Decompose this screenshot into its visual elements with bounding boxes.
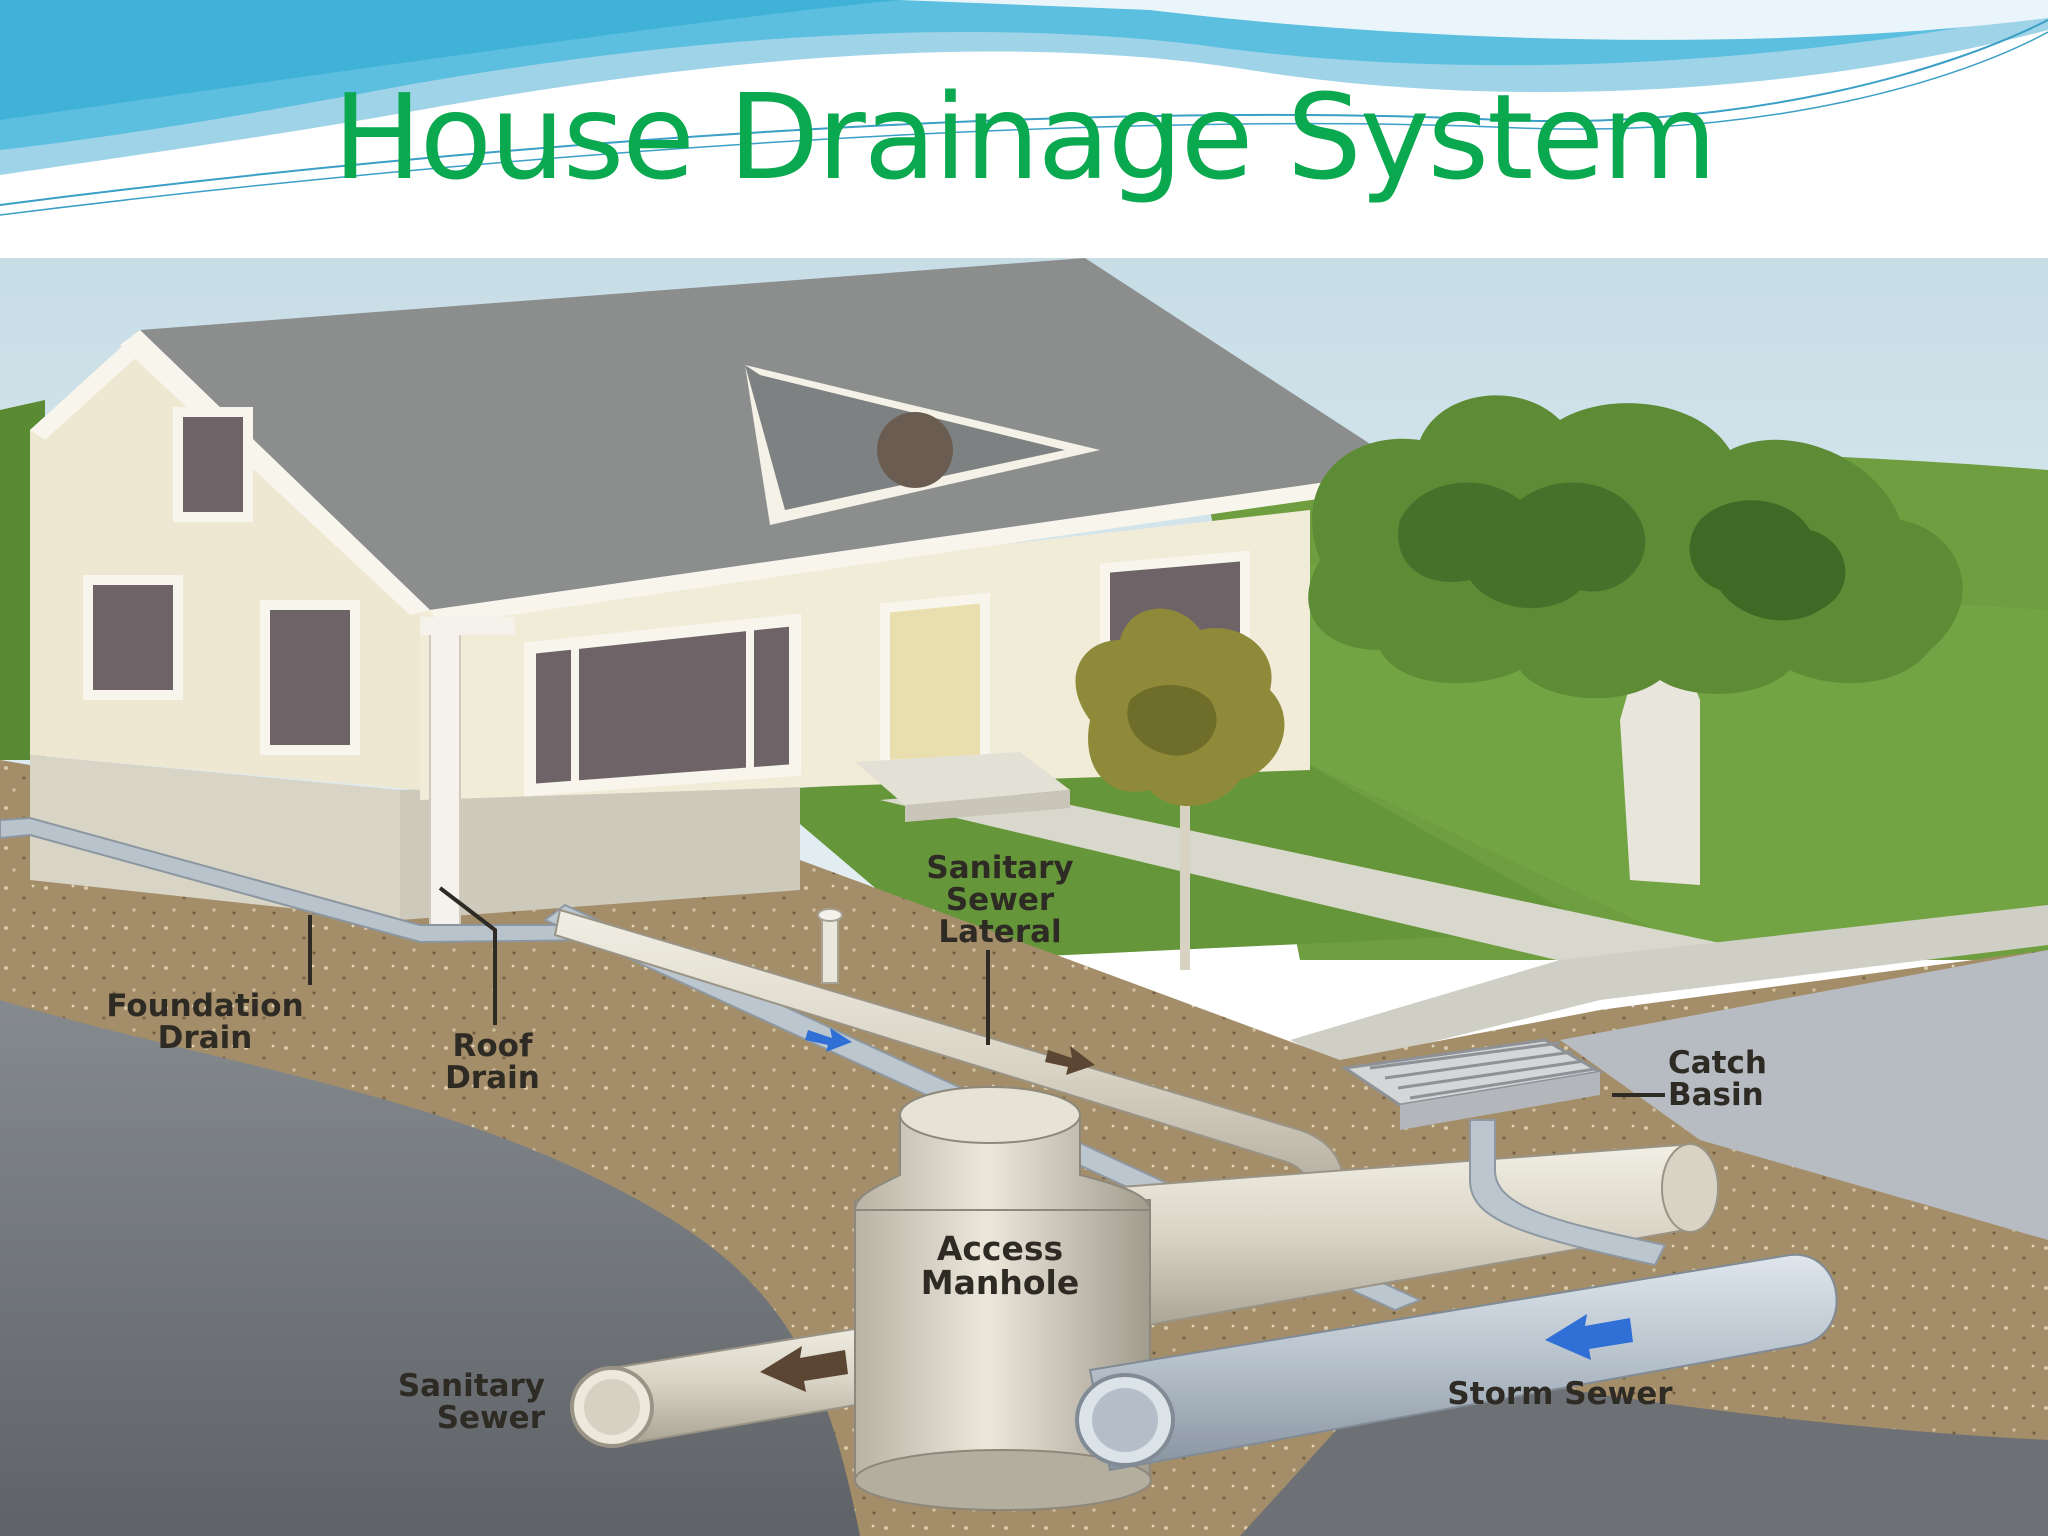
storm-sewer-pipe <box>1088 1253 1838 1472</box>
attic-vent <box>877 412 953 488</box>
page-title: House Drainage System <box>333 68 1717 206</box>
label-catch-basin: Catch Basin <box>1668 1045 1767 1113</box>
label-roof-drain: Roof Drain <box>445 1028 540 1096</box>
large-tree <box>1308 395 1963 885</box>
street-right <box>1560 950 2048 1240</box>
cleanout-pipe <box>821 914 839 984</box>
downspout <box>429 620 461 934</box>
house-foundation <box>30 755 400 920</box>
sidewalk <box>1290 905 2048 1065</box>
walkway <box>880 790 1800 975</box>
label-storm-sewer: Storm Sewer <box>1447 1376 1673 1412</box>
attic-window <box>173 407 253 522</box>
side-window-2 <box>260 600 360 755</box>
catch-basin-drop-pipe <box>1469 1119 1667 1267</box>
flow-arrow-lateral <box>1045 1046 1095 1075</box>
label-sanitary-sewer: Sanitary Sewer <box>397 1368 545 1436</box>
house <box>30 258 1415 934</box>
header-wave-decoration <box>0 0 2048 216</box>
catch-basin-grate <box>1340 1038 1605 1130</box>
front-picture-window <box>524 613 801 797</box>
label-foundation-drain: Foundation Drain <box>106 988 304 1056</box>
flow-arrow-roof-drain <box>805 1028 852 1052</box>
small-tree <box>1075 608 1285 970</box>
front-steps <box>855 752 1070 805</box>
leader-lines <box>308 886 1665 1097</box>
label-access-manhole: Access Manhole <box>920 1229 1080 1302</box>
side-window-1 <box>83 575 183 700</box>
flow-arrow-storm-sewer <box>1545 1314 1633 1360</box>
flow-arrow-sanitary-sewer <box>760 1346 848 1392</box>
front-door <box>880 592 990 771</box>
label-sanitary-sewer-lateral: Sanitary Sewer Lateral <box>926 850 1074 950</box>
